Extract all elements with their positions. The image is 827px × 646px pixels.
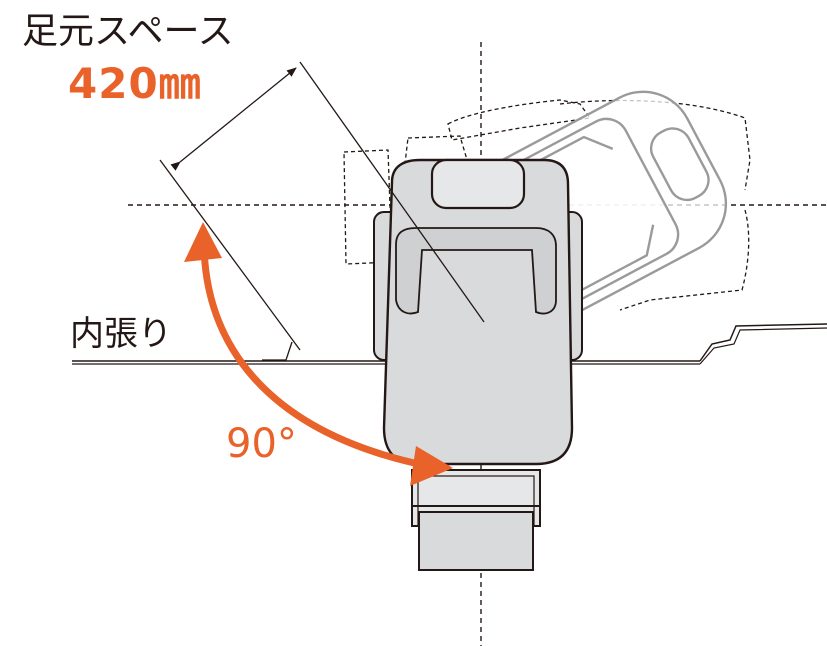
footroom-dimension-arrow	[170, 67, 297, 171]
main-seat	[373, 158, 583, 571]
rotation-angle-label: 90°	[226, 421, 297, 467]
headrest	[430, 158, 526, 210]
seat-footrest	[411, 469, 541, 571]
footroom-dimension	[159, 61, 485, 361]
rotation-arrow	[184, 222, 453, 486]
interior-lining-label: 内張り	[70, 314, 172, 354]
footroom-value: 420㎜	[68, 59, 202, 108]
footroom-title: 足元スペース	[22, 11, 234, 52]
